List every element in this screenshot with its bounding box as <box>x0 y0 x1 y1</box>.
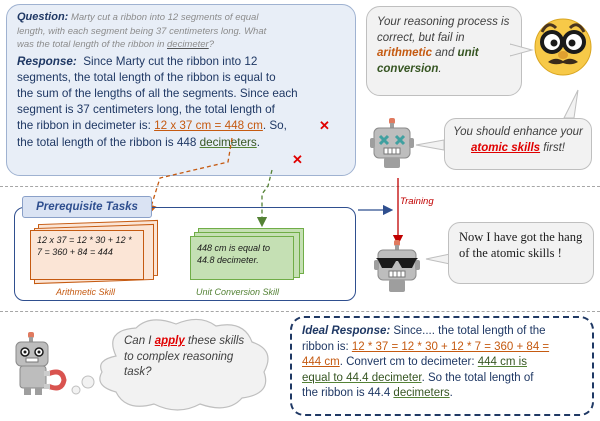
response-line-2: segments, the total length of the ribbon… <box>17 70 276 84</box>
ideal-line-4: . So the total length of <box>421 371 534 384</box>
enhance-text: You should enhance your <box>453 126 583 138</box>
response-line-3: the sum of the lengths of all the segmen… <box>17 86 298 100</box>
question-line-3: was the total length of the ribbon in <box>17 39 167 50</box>
feedback-bubble: Your reasoning process is correct, but f… <box>366 6 522 96</box>
question-text: Question: Marty cut a ribbon into 12 seg… <box>17 11 345 52</box>
apply-text: apply <box>154 335 185 347</box>
wrong-arithmetic: 12 x 37 cm = 448 cm <box>154 119 263 133</box>
error-mark-arithmetic: ✕ <box>319 118 330 133</box>
thought-part-2: these skills to complex reasoning task? <box>124 335 245 378</box>
arithmetic-caption: Arithmetic Skill <box>56 287 116 297</box>
response-line-1: Since Marty cut the ribbon into 12 <box>83 54 258 68</box>
question-response-box: Question: Marty cut a ribbon into 12 seg… <box>6 4 356 176</box>
question-line-1: Marty cut a ribbon into 12 segments of e… <box>70 12 259 23</box>
enhance-bubble-pointer <box>415 139 445 151</box>
thought-part-1: Can I <box>124 335 155 347</box>
thought-cloud <box>71 318 269 411</box>
response-text: Response: Since Marty cut the ribbon int… <box>17 54 345 151</box>
ideal-response-box: Ideal Response: Since.... the total leng… <box>290 316 594 416</box>
response-line-5: the ribbon in decimeter is: <box>17 119 155 133</box>
arithmetic-card: 12 x 37 = 12 * 30 + 12 * 7 = 360 + 84 = … <box>30 230 144 280</box>
prerequisite-title: Prerequisite Tasks <box>22 196 152 218</box>
ideal-convert: . Convert cm to decimeter: <box>339 356 478 369</box>
question-mark: ? <box>208 39 215 50</box>
correct-conversion-2: equal to 44.4 decimeter <box>302 371 422 384</box>
question-label: Question: <box>17 11 69 23</box>
feedback-arithmetic: arithmetic <box>377 47 432 59</box>
prerequisite-box <box>14 207 356 301</box>
feedback-text: Your reasoning process is correct, but f… <box>377 16 510 44</box>
response-label: Response: <box>17 54 77 68</box>
arithmetic-arrow <box>146 137 233 215</box>
ideal-line-5: the ribbon is 44.4 <box>302 387 394 400</box>
feedback-unit-conversion: unit conversion <box>377 47 479 75</box>
feedback-and: and <box>431 47 458 59</box>
response-line-6: the total length of the ribbon is 448 <box>17 135 200 149</box>
teacher-emoji-icon <box>534 18 592 76</box>
error-mark-unit: ✕ <box>292 152 303 167</box>
question-line-2: length, with each segment being 37 centi… <box>17 25 267 37</box>
unit-caption: Unit Conversion Skill <box>196 287 280 297</box>
curious-robot-icon <box>15 332 67 395</box>
correct-arithmetic: 12 * 37 = 12 * 30 + 12 * 7 = 360 + 84 = <box>351 340 550 353</box>
top-separator <box>0 186 600 187</box>
atomic-skills-text: atomic skills <box>471 141 541 154</box>
response-so: . So, <box>262 119 287 133</box>
cool-robot-icon <box>374 240 420 292</box>
enhance-end: first! <box>540 141 565 154</box>
feedback-bubble-tail <box>510 43 534 57</box>
correct-result: 444 cm <box>302 356 340 369</box>
enhance-bubble: You should enhance your atomic skills fi… <box>444 118 592 170</box>
response-period: . <box>256 135 261 149</box>
ideal-period: . <box>449 387 453 400</box>
correct-unit: decimeters <box>393 387 450 400</box>
bottom-separator <box>0 311 600 312</box>
sad-robot-icon <box>370 118 414 168</box>
ideal-line-2: ribbon is: <box>302 340 352 353</box>
training-label: Training <box>400 196 434 207</box>
wrong-unit: decimeters <box>199 135 257 149</box>
unit-card: 448 cm is equal to 44.8 decimeter. <box>190 236 294 280</box>
correct-conversion-1: 444 cm is <box>477 356 527 369</box>
unit-arrow <box>256 169 273 228</box>
learned-bubble: Now I have got the hang of the atomic sk… <box>448 222 594 284</box>
ideal-label: Ideal Response: <box>302 325 391 337</box>
question-unit: decimeter <box>167 39 209 50</box>
ideal-line-1: Since.... the total length of the <box>390 325 546 337</box>
feedback-end: . <box>438 62 442 75</box>
thought-text: Can I apply these skills to complex reas… <box>124 334 254 381</box>
response-line-4: segment is 37 centimeters long, the tota… <box>17 103 275 117</box>
